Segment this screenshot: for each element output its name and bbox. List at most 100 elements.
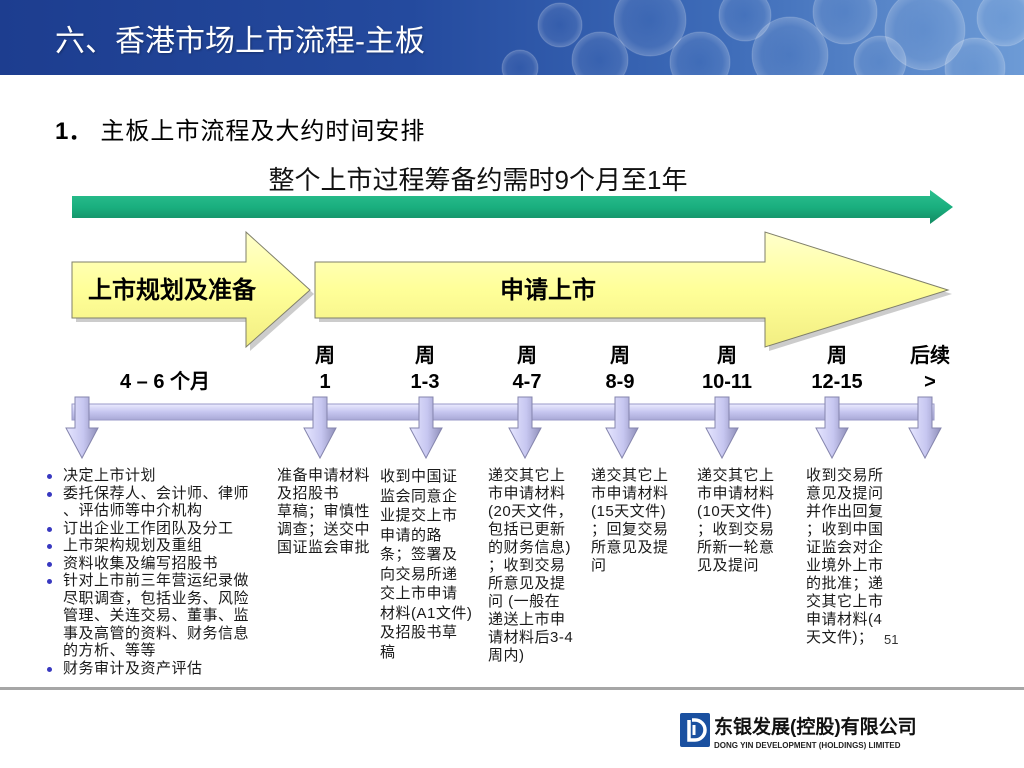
description-line: 见及提问 (697, 557, 760, 574)
bullet-dot (47, 666, 52, 672)
description-line: 材料(A1文件) (380, 604, 473, 622)
description-line: (15天文件) (591, 503, 667, 520)
timeline-down-arrow (409, 396, 443, 460)
period-unit: 周 (610, 345, 630, 367)
description-line: ；收到中国 (806, 521, 884, 538)
timeline-down-arrow (65, 396, 99, 460)
header-bubble (613, 0, 687, 57)
section-title-text: 主板上市流程及大约时间安排 (100, 118, 426, 145)
description-line: 递交其它上 (697, 467, 775, 484)
description-line: 监会同意企 (380, 487, 458, 505)
period-range: 4-7 (512, 371, 542, 393)
period-label-week-12-15: 周 12-15 (782, 343, 892, 395)
timeline-down-arrow (815, 396, 849, 460)
preparation-task-list: 决定上市计划委托保荐人、会计师、律师、评估师等中介机构订出企业工作团队及分工上市… (45, 467, 249, 677)
period-range: 1-3 (410, 371, 440, 393)
company-name-chinese: 东银发展(控股)有限公司 (714, 717, 917, 738)
period-range: > (924, 371, 936, 393)
bullet-text-line: 、评估师等中介机构 (63, 502, 203, 519)
bullet-text-line: 上市架构规划及重组 (63, 537, 203, 554)
bullet-item: 订出企业工作团队及分工 (45, 520, 249, 538)
description-line: 调查；送交中 (277, 521, 371, 538)
bullet-dot (47, 561, 52, 567)
bullet-item: 上市架构规划及重组 (45, 537, 249, 555)
description-week-1-3: 收到中国证监会同意企业提交上市申请的路条；签署及向交易所递交上市申请材料(A1文… (380, 467, 472, 662)
period-unit: 周 (517, 345, 537, 367)
description-line: 稿 (380, 643, 396, 661)
bullet-text-line: 委托保荐人、会计师、律师 (63, 484, 250, 502)
description-week-12-15: 收到交易所意见及提问并作出回复；收到中国证监会对企业境外上市的批准；递交其它上市… (806, 467, 884, 647)
timeline-down-arrow (605, 396, 639, 460)
period-unit: 周 (717, 345, 737, 367)
timeline-down-arrow (908, 396, 942, 460)
header-bubble (669, 31, 731, 75)
description-line: 条；签署及 (380, 546, 458, 563)
description-line: 递交其它上 (591, 467, 669, 484)
period-unit: 周 (315, 345, 335, 367)
description-line: 申请材料(4 (806, 611, 883, 628)
description-line: 的批准；递 (806, 575, 884, 592)
period-range: 12-15 (811, 371, 863, 393)
header-bubble (537, 2, 583, 48)
bullet-item: 资料收集及编写招股书 (45, 555, 249, 573)
bullet-item: 决定上市计划 (45, 467, 249, 485)
period-text: 4 – 6 个月 (119, 371, 211, 393)
description-line: 准备申请材料 (277, 467, 371, 484)
phase-arrow-application (314, 231, 950, 348)
description-line: 收到交易所 (806, 467, 884, 484)
description-line: 意见及提问 (806, 485, 884, 502)
slide-title: 六、香港市场上市流程-主板 (55, 25, 425, 58)
period-label-preparation: 4 – 6 个月 (110, 369, 220, 395)
bullet-item: 针对上市前三年营运纪录做尽职调查，包括业务、风险管理、关连交易、董事、监事及高管… (45, 572, 249, 660)
description-line: 交其它上市 (806, 593, 884, 610)
overall-timeline-arrow (72, 190, 953, 224)
description-line: 市申请材料 (488, 485, 566, 502)
page-number: 51 (884, 632, 899, 647)
bullet-item: 财务审计及资产评估 (45, 660, 249, 678)
bullet-text-line: 资料收集及编写招股书 (63, 554, 219, 572)
timeline-bar (71, 403, 935, 421)
bullet-dot (47, 544, 52, 549)
description-week-1: 准备申请材料及招股书草稿；审慎性调查；送交中国证监会审批 (277, 467, 370, 557)
description-line: 所意见及提 (591, 539, 669, 556)
description-line: 包括已更新 (488, 521, 566, 538)
period-unit: 后续 (910, 345, 950, 367)
overall-duration-label: 整个上市过程筹备约需时9个月至1年 (268, 165, 688, 195)
description-line: 收到中国证 (380, 468, 458, 485)
period-label-follow-up: 后续 > (875, 343, 985, 395)
bullet-text-line: 财务审计及资产评估 (63, 659, 203, 677)
section-title: 1． 主板上市流程及大约时间安排 (55, 117, 425, 147)
header-bubble (812, 0, 878, 45)
description-line: 及招股书 (277, 485, 340, 502)
phase-arrow-preparation (71, 230, 311, 349)
description-line: ；收到交易 (697, 521, 775, 538)
description-line: ；收到交易 (488, 557, 566, 574)
bullet-text-line: 管理、关连交易、董事、监 (63, 607, 250, 624)
section-number: 1． (55, 118, 93, 145)
description-line: 所意见及提 (488, 575, 566, 592)
bullet-dot (47, 526, 52, 532)
bullet-dot (47, 579, 52, 584)
period-label-week-1: 周 1 (270, 343, 380, 395)
period-range: 10-11 (701, 371, 753, 393)
timeline-down-arrow (303, 396, 337, 460)
phase-label-preparation: 上市规划及准备 (88, 277, 256, 304)
description-line: 请材料后3-4 (488, 629, 574, 646)
header-bubble-decoration (501, 0, 1024, 75)
timeline-down-arrow (508, 396, 542, 460)
header-bubble (571, 31, 629, 75)
description-line: 所新一轮意 (697, 539, 775, 556)
description-line: 交上市申请 (380, 585, 458, 602)
period-unit: 周 (415, 345, 435, 367)
description-line: 向交易所递 (380, 565, 458, 583)
description-line: 业境外上市 (806, 557, 884, 574)
phase-label-application: 申请上市 (500, 277, 596, 304)
bullet-text-line: 的方析、等等 (63, 642, 157, 659)
bullet-dot (47, 491, 52, 497)
bullet-item: 委托保荐人、会计师、律师、评估师等中介机构 (45, 485, 249, 520)
flow-diagram (65, 190, 953, 460)
description-line: 问 (一般在 (488, 593, 561, 610)
description-line: 市申请材料 (697, 485, 775, 502)
header-bubble (884, 0, 966, 71)
